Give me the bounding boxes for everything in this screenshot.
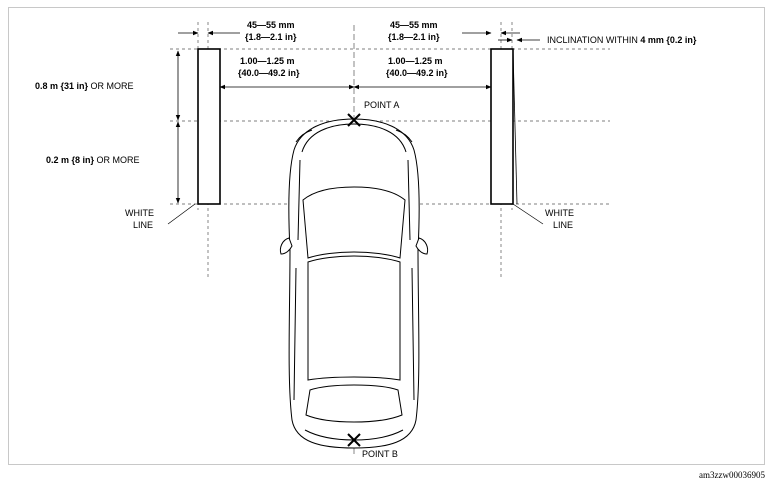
- gap-right-label-mm: 45—55 mm: [390, 20, 438, 30]
- inclination-label: INCLINATION WITHIN 4 mm {0.2 in}: [547, 35, 697, 45]
- white-line-left-label-2: LINE: [133, 220, 153, 230]
- white-line-left-leader: [167, 203, 196, 225]
- vehicle-outline: [279, 118, 429, 449]
- white-line-right-label-2: LINE: [553, 220, 573, 230]
- gap-left-label-mm: 45—55 mm: [247, 20, 295, 30]
- height-lower-label: 0.2 m {8 in} OR MORE: [46, 155, 140, 165]
- point-b-label: POINT B: [362, 449, 398, 459]
- distance-left-label-in: {40.0—49.2 in}: [238, 68, 300, 78]
- height-upper-label: 0.8 m {31 in} OR MORE: [35, 81, 134, 91]
- white-line-left-label-1: WHITE: [125, 208, 154, 218]
- distance-right-label-in: {40.0—49.2 in}: [386, 68, 448, 78]
- distance-right-label-m: 1.00—1.25 m: [388, 56, 443, 66]
- gap-left-label-in: {1.8—2.1 in}: [245, 32, 297, 42]
- point-a-label: POINT A: [364, 100, 399, 110]
- figure-frame: [8, 7, 765, 465]
- point-b-marker: [347, 433, 361, 447]
- left-target-board: [197, 48, 221, 205]
- right-target-inclined-edge: [512, 48, 518, 205]
- white-line-right-label-1: WHITE: [545, 208, 574, 218]
- gap-right-label-in: {1.8—2.1 in}: [388, 32, 440, 42]
- distance-left-label-m: 1.00—1.25 m: [240, 56, 295, 66]
- white-line-right-leader: [512, 203, 544, 225]
- figure-id: am3zzw00036905: [699, 470, 765, 480]
- point-a-marker: [347, 113, 361, 127]
- right-target-board: [490, 48, 514, 205]
